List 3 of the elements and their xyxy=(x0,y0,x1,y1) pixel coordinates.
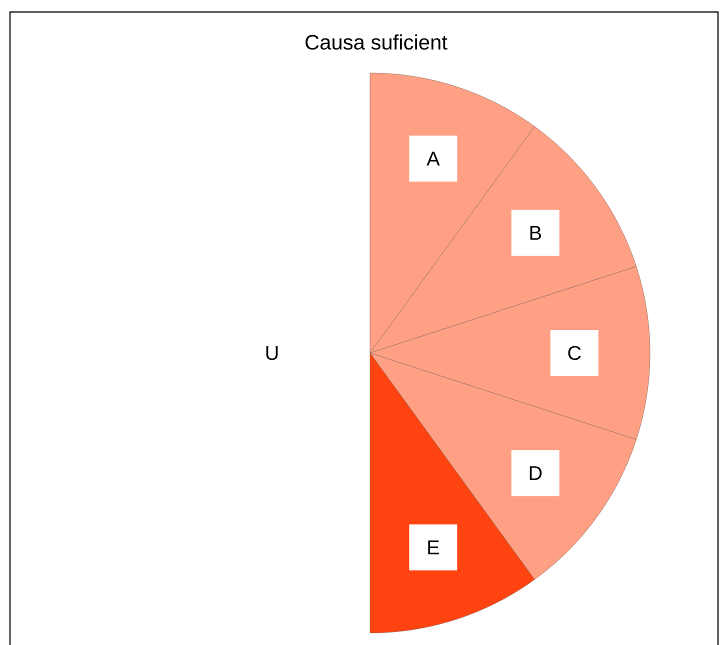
chart-title: Causa suficient xyxy=(306,34,448,50)
label: U xyxy=(266,346,278,360)
pie-wedge: C xyxy=(370,266,650,440)
